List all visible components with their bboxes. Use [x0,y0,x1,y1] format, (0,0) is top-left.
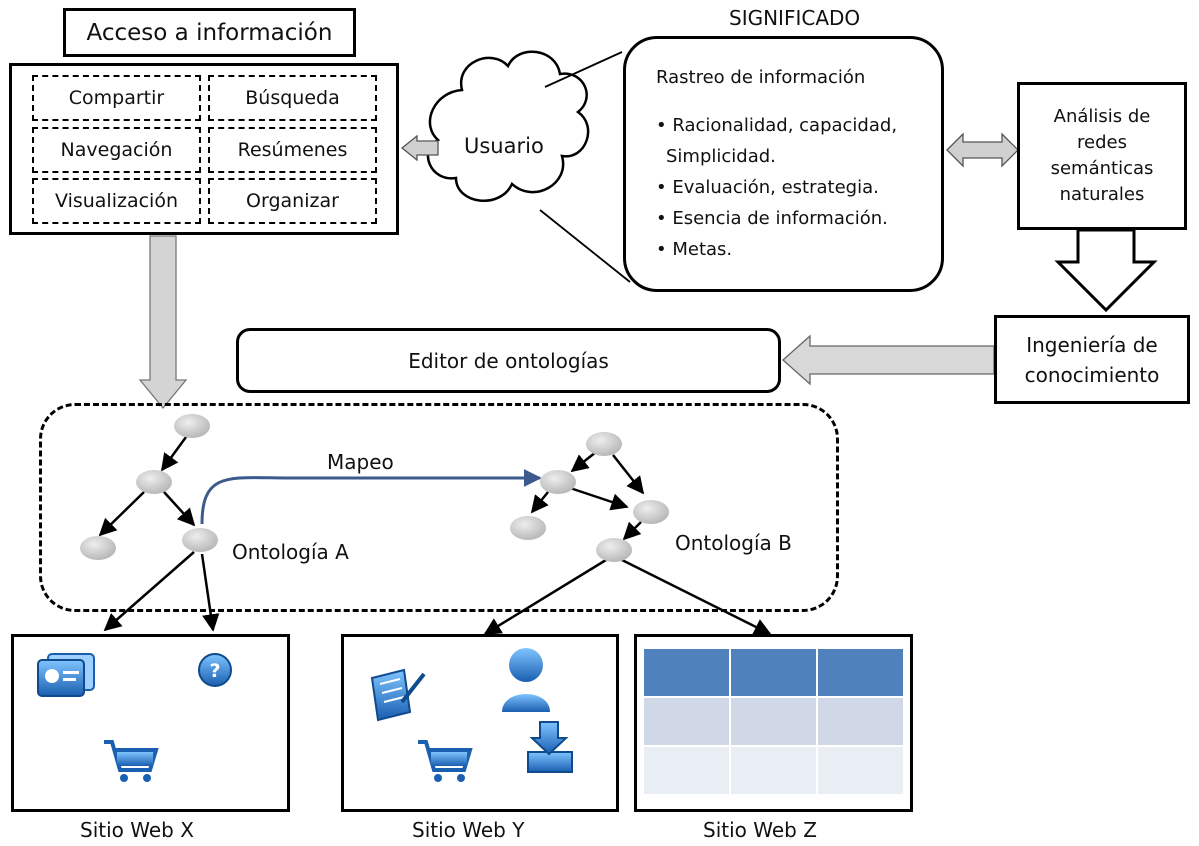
site-z-table [644,649,903,794]
access-item-organizar: Organizar [208,178,377,224]
access-item-label: Organizar [246,190,339,212]
analysis-line: Análisis de [1053,106,1151,127]
site-x-label: Sitio Web X [80,818,194,842]
ontology-editor-label: Editor de ontologías [408,348,609,373]
access-item-label: Navegación [60,139,173,161]
access-panel: Compartir Búsqueda Navegación Resúmenes … [9,63,399,235]
arrow-access-to-ontologies [138,235,188,410]
arrow-user-to-access [400,134,439,162]
table-cell [818,698,903,745]
meaning-line: • Esencia de información. [656,208,888,229]
access-item-resumenes: Resúmenes [208,127,377,173]
access-item-navegacion: Navegación [32,127,201,173]
table-cell [731,747,816,794]
table-header-cell [644,649,729,696]
cloud-link-top [544,51,623,88]
access-item-label: Búsqueda [245,87,340,109]
access-item-busqueda: Búsqueda [208,75,377,121]
analysis-box: Análisis de redes semánticas naturales [1017,82,1187,230]
analysis-line: redes [1077,132,1127,153]
access-title: Acceso a información [86,19,333,46]
access-item-label: Resúmenes [237,139,348,161]
table-cell [818,747,903,794]
user-cloud [426,50,590,202]
access-item-visualizacion: Visualización [32,178,201,224]
meaning-line: Simplicidad. [666,146,776,167]
analysis-line: naturales [1059,184,1145,205]
site-y-label: Sitio Web Y [412,818,525,842]
site-z-box [634,634,913,812]
table-cell [644,698,729,745]
meaning-line: • Evaluación, estrategia. [656,177,879,198]
table-cell [644,747,729,794]
user-label: Usuario [464,134,544,158]
ontology-b-label: Ontología B [675,531,792,555]
access-item-label: Compartir [68,87,165,109]
ontology-region [39,403,839,612]
arrow-meaning-analysis [946,132,1019,168]
access-item-compartir: Compartir [32,75,201,121]
table-cell [731,698,816,745]
arrow-analysis-to-engineering [1054,228,1158,313]
analysis-line: semánticas [1050,158,1154,179]
table-header-cell [818,649,903,696]
engineering-line: Ingeniería de [1026,332,1158,357]
site-y-box [341,634,619,812]
meaning-title: Rastreo de información [656,67,866,88]
meaning-heading: SIGNIFICADO [729,6,861,30]
table-header-cell [731,649,816,696]
engineering-box: Ingeniería de conocimiento [994,315,1190,404]
mapping-label: Mapeo [327,450,394,474]
meaning-box: Rastreo de información • Racionalidad, c… [623,36,944,292]
site-z-label: Sitio Web Z [703,818,817,842]
cloud-link-bottom [539,209,631,283]
engineering-line: conocimiento [1024,362,1160,387]
ontology-a-label: Ontología A [232,540,349,564]
ontology-editor-box: Editor de ontologías [236,328,781,393]
meaning-line: • Racionalidad, capacidad, [656,115,898,136]
access-item-label: Visualización [54,190,178,212]
site-x-box [11,634,290,812]
access-title-box: Acceso a información [63,8,356,57]
meaning-line: • Metas. [656,239,733,260]
arrow-engineering-to-editor [782,334,995,386]
